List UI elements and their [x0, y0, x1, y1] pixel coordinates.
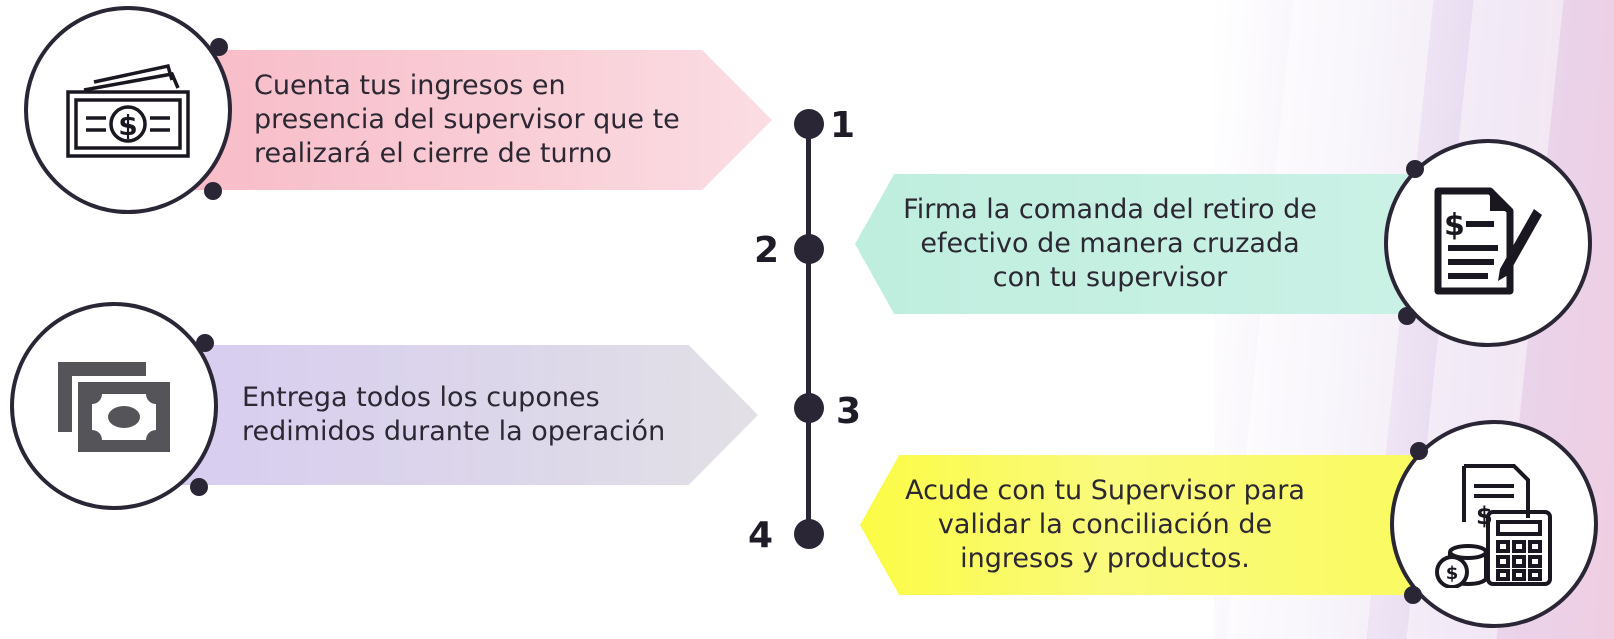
step-2-text: Firma la comanda del retiro de efectivo …	[903, 194, 1317, 293]
step-1-knob-bottom	[204, 182, 222, 200]
calculator-coins-icon: $ $	[1435, 464, 1552, 588]
step-2-knob-top	[1406, 160, 1424, 178]
svg-text:$: $	[118, 109, 137, 142]
step-4-text: Acude con tu Supervisor para validar la …	[905, 475, 1305, 574]
step-2-knob-bottom	[1398, 307, 1416, 325]
timeline-dot-2	[794, 234, 824, 264]
timeline-dot-4	[794, 519, 824, 549]
step-3-knob-top	[196, 334, 214, 352]
svg-text:$: $	[1444, 208, 1465, 243]
step-number-4: 4	[748, 515, 774, 556]
signed-invoice-icon: $	[1434, 187, 1542, 295]
timeline-line	[806, 122, 811, 532]
step-4-knob-bottom	[1404, 586, 1422, 604]
svg-text:$: $	[1476, 502, 1493, 530]
step-number-3: 3	[836, 391, 862, 432]
step-4-knob-top	[1410, 442, 1428, 460]
step-1-ribbon: Cuenta tus ingresos en presencia del sup…	[190, 50, 772, 190]
step-3-text: Entrega todos los cupones redimidos dura…	[242, 382, 666, 447]
step-4-ribbon: Acude con tu Supervisor para validar la …	[860, 455, 1420, 595]
money-bill-icon: $	[66, 63, 190, 158]
step-1-knob-top	[210, 38, 228, 56]
step-number-1: 1	[830, 105, 856, 146]
step-1-icon-circle: $	[24, 6, 232, 214]
timeline-dot-1	[794, 109, 824, 139]
cash-stack-icon	[58, 362, 170, 452]
step-3-ribbon: Entrega todos los cupones redimidos dura…	[180, 345, 758, 485]
timeline-dot-3	[794, 393, 824, 423]
svg-text:$: $	[1446, 563, 1459, 584]
step-2-ribbon: Firma la comanda del retiro de efectivo …	[855, 174, 1415, 314]
step-3-icon-circle	[10, 302, 218, 510]
step-3-knob-bottom	[190, 478, 208, 496]
step-number-2: 2	[754, 230, 780, 271]
step-1-text: Cuenta tus ingresos en presencia del sup…	[254, 70, 680, 169]
